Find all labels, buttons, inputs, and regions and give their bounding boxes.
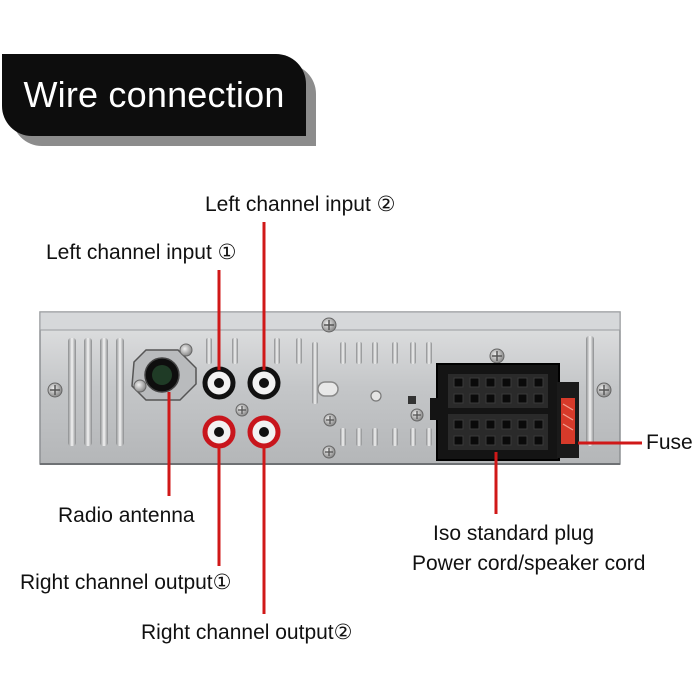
label-left-channel-input-1: Left channel input ① [46,241,237,264]
label-right-channel-output-1: Right channel output① [20,571,232,594]
title-banner: Wire connection [2,54,306,136]
mounting-holes [317,381,416,404]
label-fuse: Fuse [646,431,693,454]
rca-left-input-2 [247,366,281,400]
screw-icon [323,413,337,427]
antenna-socket-icon [131,343,197,401]
rca-left-input-1 [202,366,236,400]
label-radio-antenna: Radio antenna [58,504,195,527]
page-title: Wire connection [23,74,285,115]
label-left-channel-input-2: Left channel input ② [205,193,396,216]
screw-icon [322,445,336,459]
screw-icon [410,408,424,422]
fuse-icon [557,382,579,458]
iso-connector-icon [430,363,560,461]
label-iso-standard-plug: Iso standard plug [433,522,595,545]
screw-icon [321,317,337,333]
screw-icon [47,382,63,398]
label-right-channel-output-2: Right channel output② [141,621,353,644]
left-vent-slots [68,338,124,446]
middle-vent-slots [206,338,432,446]
label-power-speaker-cord: Power cord/speaker cord [412,552,646,575]
screw-icon [489,348,505,364]
rca-right-output-2 [247,415,281,449]
rca-right-output-1 [202,415,236,449]
screw-icon [235,403,249,417]
right-vent-slot [586,336,594,446]
leader-lines [167,222,642,614]
screw-icon [596,382,612,398]
